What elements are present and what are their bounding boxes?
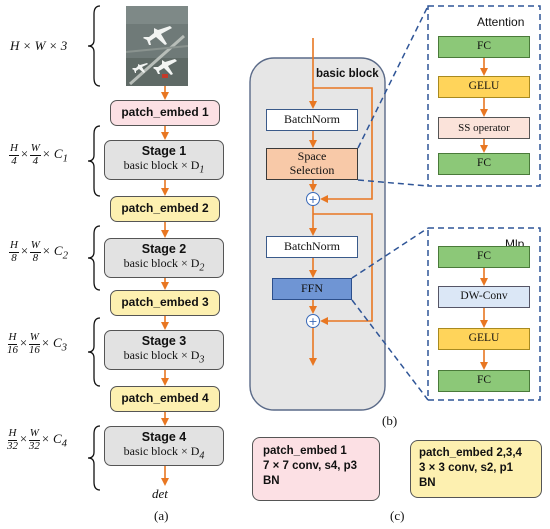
stage-2-box: Stage 2 basic block × D2 (104, 238, 224, 278)
patch-embed-2-label: patch_embed 2 (121, 201, 209, 216)
stage-2-title: Stage 2 (141, 242, 187, 257)
input-dimension-label: H × W × 3 (10, 38, 68, 53)
batchnorm-1-label: BatchNorm (284, 112, 340, 127)
brace-stage-1 (87, 125, 101, 197)
attention-gelu: GELU (438, 76, 530, 98)
patch-embed-3-box: patch_embed 3 (110, 290, 220, 316)
stage-1-body: basic block × D1 (123, 157, 205, 176)
residual-add-1: + (306, 192, 320, 206)
batchnorm-2-box: BatchNorm (266, 236, 358, 258)
patch-embed-3-label: patch_embed 3 (121, 295, 209, 310)
stage-4-title: Stage 4 (141, 430, 187, 445)
brace-input (87, 5, 101, 87)
attention-fc-1: FC (438, 36, 530, 58)
attention-title: Attention (477, 15, 525, 29)
attention-ss-operator: SS operator (438, 117, 530, 139)
brace-stage-4 (87, 425, 101, 491)
stage-2-body: basic block × D2 (123, 255, 205, 274)
attention-leader-bottom (357, 179, 429, 187)
bb-skip-2 (313, 213, 373, 325)
stage-4-box: Stage 4 basic block × D4 (104, 426, 224, 466)
stage-3-body: basic block × D3 (123, 347, 205, 366)
stage-3-box: Stage 3 basic block × D3 (104, 330, 224, 370)
residual-add-2: + (306, 314, 320, 328)
patch-embed-234-legend-conv: 3 × 3 conv, s2, p1 (419, 461, 514, 474)
basic-block-container (249, 57, 386, 411)
mlp-dw-conv: DW-Conv (438, 286, 530, 308)
patch-embed-1-box: patch_embed 1 (110, 100, 220, 126)
mlp-leader-top (351, 227, 429, 279)
stage-3-title: Stage 3 (141, 334, 187, 349)
attention-fc-2: FC (438, 153, 530, 175)
patch-embed-1-legend-bn: BN (263, 474, 280, 487)
attention-leader-top (357, 5, 429, 149)
ffn-label: FFN (300, 281, 323, 296)
patch-embed-2-box: patch_embed 2 (110, 196, 220, 222)
patch-embed-1-legend-conv: 7 × 7 conv, s4, p3 (263, 459, 358, 472)
brace-stage-2 (87, 225, 101, 291)
ffn-box: FFN (272, 278, 352, 300)
output-det-label: det (152, 486, 168, 501)
stage-4-body: basic block × D4 (123, 443, 205, 462)
panel-c-label: (c) (390, 508, 405, 523)
basic-block-title: basic block (316, 68, 379, 80)
mlp-fc-1: FC (438, 246, 530, 268)
batchnorm-2-label: BatchNorm (284, 239, 340, 254)
patch-embed-1-legend: patch_embed 1 7 × 7 conv, s4, p3 BN (252, 437, 380, 501)
batchnorm-1-box: BatchNorm (266, 109, 358, 131)
aerial-airport-image (126, 6, 188, 86)
patch-embed-234-legend-title: patch_embed 2,3,4 (419, 447, 522, 459)
patch-embed-234-legend: patch_embed 2,3,4 3 × 3 conv, s2, p1 BN (410, 440, 542, 498)
attention-dashed-frame (427, 5, 541, 187)
space-selection-box: Space Selection (266, 148, 358, 180)
stage-1-title: Stage 1 (141, 144, 187, 159)
mlp-leader-bottom (351, 299, 429, 401)
patch-embed-4-box: patch_embed 4 (110, 386, 220, 412)
brace-stage-3 (87, 317, 101, 387)
space-selection-line-2: Selection (289, 163, 335, 177)
panel-a-label: (a) (154, 508, 169, 523)
space-selection-line-1: Space (297, 149, 327, 164)
patch-embed-234-legend-bn: BN (419, 476, 436, 489)
mlp-fc-2: FC (438, 370, 530, 392)
bb-skip-1 (313, 87, 373, 203)
mlp-gelu: GELU (438, 328, 530, 350)
patch-embed-1-legend-title: patch_embed 1 (263, 445, 347, 457)
patch-embed-1-label: patch_embed 1 (121, 105, 209, 120)
mlp-dashed-frame (427, 227, 541, 401)
stage-1-box: Stage 1 basic block × D1 (104, 140, 224, 180)
panel-b-label: (b) (382, 413, 398, 428)
patch-embed-4-label: patch_embed 4 (121, 391, 209, 406)
